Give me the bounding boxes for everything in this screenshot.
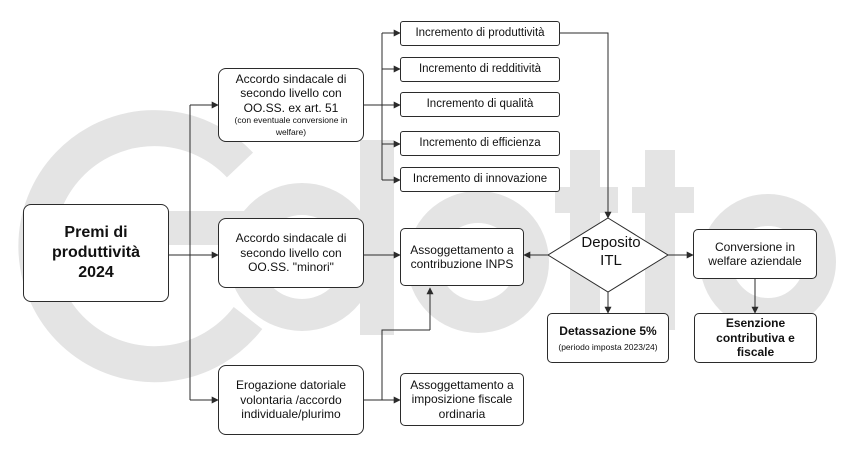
- node-conversione-welfare: Conversione in welfare aziendale: [693, 229, 817, 279]
- incremento-label: Incremento di qualità: [426, 97, 534, 110]
- node-incremento-efficienza: Incremento di efficienza: [400, 131, 560, 156]
- fiscale-line-2: imposizione fiscale: [411, 392, 513, 407]
- welfare-line-1: Conversione in: [714, 239, 796, 254]
- esenzione-line-2: contributiva e: [716, 330, 795, 345]
- fiscale-line-3: ordinaria: [438, 406, 486, 421]
- incremento-label: Incremento di produttività: [415, 26, 545, 39]
- deposito-line-1: Deposito: [581, 234, 641, 251]
- node-incremento-qualita: Incremento di qualità: [400, 92, 560, 117]
- erogazione-line-2: volontaria /accordo: [240, 392, 342, 407]
- erogazione-line-3: individuale/plurimo: [241, 407, 341, 422]
- incremento-label: Incremento di redditività: [418, 62, 542, 75]
- node-incremento-redditivita: Incremento di redditività: [400, 57, 560, 82]
- accordo51-note-2: welfare): [275, 126, 307, 137]
- incremento-label: Incremento di innovazione: [412, 172, 548, 185]
- deposito-diamond: [547, 217, 669, 293]
- erogazione-line-1: Erogazione datoriale: [235, 378, 347, 393]
- link-produttivita-to-deposito: [560, 32, 612, 219]
- incremento-label: Incremento di efficienza: [419, 136, 541, 149]
- fiscale-line-1: Assoggettamento a: [410, 377, 514, 392]
- node-premi-produttivita: Premi di produttività 2024: [23, 204, 169, 302]
- link-erogazione-up: [381, 329, 430, 400]
- node-detassazione: Detassazione 5% (periodo imposta 2023/24…: [547, 313, 669, 363]
- node-incremento-innovazione: Incremento di innovazione: [400, 167, 560, 192]
- minori-line-1: Accordo sindacale di: [235, 231, 347, 246]
- node-erogazione-datoriale: Erogazione datoriale volontaria /accordo…: [218, 365, 364, 435]
- detassazione-note: (periodo imposta 2023/24): [558, 341, 658, 352]
- inps-line-1: Assoggettamento a: [410, 242, 514, 257]
- node-accordo-art51: Accordo sindacale di secondo livello con…: [218, 68, 364, 142]
- accordo51-line-3: OO.SS. ex art. 51: [243, 100, 339, 115]
- esenzione-line-1: Esenzione: [725, 316, 786, 331]
- minori-line-2: secondo livello con: [240, 245, 342, 260]
- node-accordo-minori: Accordo sindacale di secondo livello con…: [218, 218, 364, 288]
- detassazione-title: Detassazione 5%: [559, 324, 657, 339]
- premi-line-2: produttività: [52, 244, 140, 261]
- esenzione-line-3: fiscale: [736, 345, 775, 360]
- node-imposizione-fiscale: Assoggettamento a imposizione fiscale or…: [400, 373, 524, 426]
- node-deposito-itl: Deposito ITL: [557, 234, 665, 270]
- accordo51-line-2: secondo livello con: [240, 86, 342, 101]
- node-incremento-produttivita: Incremento di produttività: [400, 21, 560, 46]
- node-esenzione: Esenzione contributiva e fiscale: [694, 313, 817, 363]
- minori-line-3: OO.SS. "minori": [248, 260, 334, 275]
- accordo51-line-1: Accordo sindacale di: [235, 71, 347, 86]
- inps-line-2: contribuzione INPS: [410, 257, 514, 271]
- deposito-line-2: ITL: [600, 252, 622, 269]
- premi-line-3: 2024: [78, 264, 114, 281]
- accordo51-note-1: (con eventuale conversione in: [234, 115, 348, 126]
- welfare-line-2: welfare aziendale: [708, 254, 802, 268]
- node-contribuzione-inps: Assoggettamento a contribuzione INPS: [400, 228, 524, 286]
- premi-line-1: Premi di: [64, 224, 128, 241]
